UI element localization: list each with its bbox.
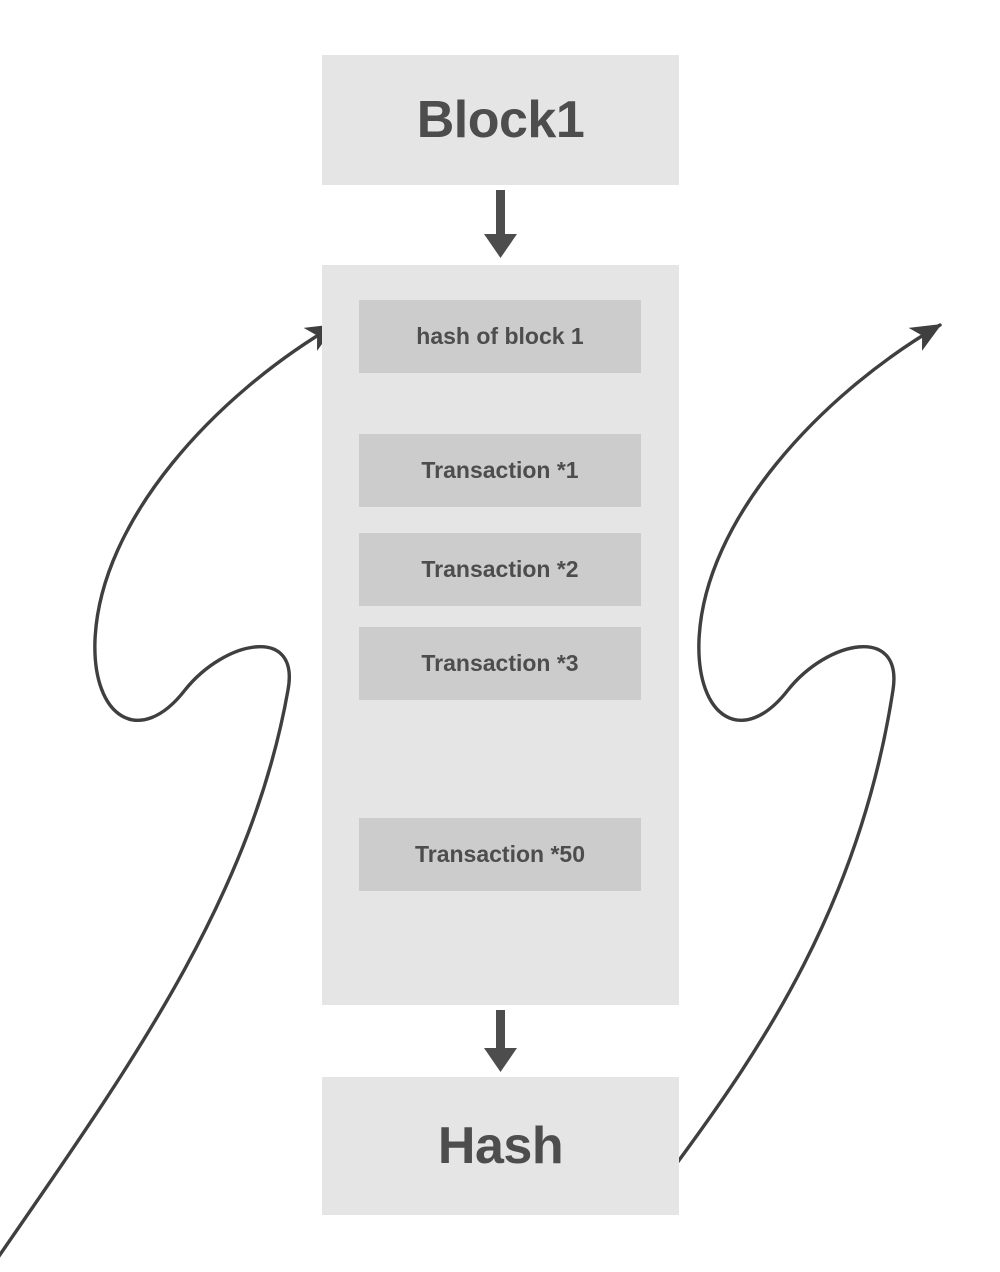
hash-footer-label: Hash bbox=[437, 1117, 564, 1175]
transaction-box-2: Transaction *2 bbox=[359, 533, 641, 606]
transaction-box-3: Transaction *3 bbox=[359, 627, 641, 700]
arrow-block-to-body bbox=[484, 190, 517, 258]
transaction-label-50: Transaction *50 bbox=[414, 841, 586, 867]
transaction-box-50: Transaction *50 bbox=[359, 818, 641, 891]
block-header-box: Block1 bbox=[322, 55, 679, 185]
block-header-label: Block1 bbox=[416, 91, 585, 149]
transaction-box-1: Transaction *1 bbox=[359, 434, 641, 507]
hash-footer-box: Hash bbox=[322, 1077, 679, 1215]
transaction-label-3: Transaction *3 bbox=[421, 650, 579, 676]
hash-of-previous-block-label: hash of block 1 bbox=[416, 323, 584, 349]
transaction-label-2: Transaction *2 bbox=[421, 556, 579, 582]
hash-of-previous-block-box: hash of block 1 bbox=[359, 300, 641, 373]
curve-prev-hash-inbound bbox=[0, 323, 337, 1258]
block-body-box: hash of block 1 Transaction *1 Transacti… bbox=[322, 265, 679, 1005]
arrow-body-to-hash bbox=[484, 1010, 517, 1072]
curve-hash-outbound bbox=[675, 323, 942, 1165]
transaction-label-1: Transaction *1 bbox=[421, 457, 579, 483]
